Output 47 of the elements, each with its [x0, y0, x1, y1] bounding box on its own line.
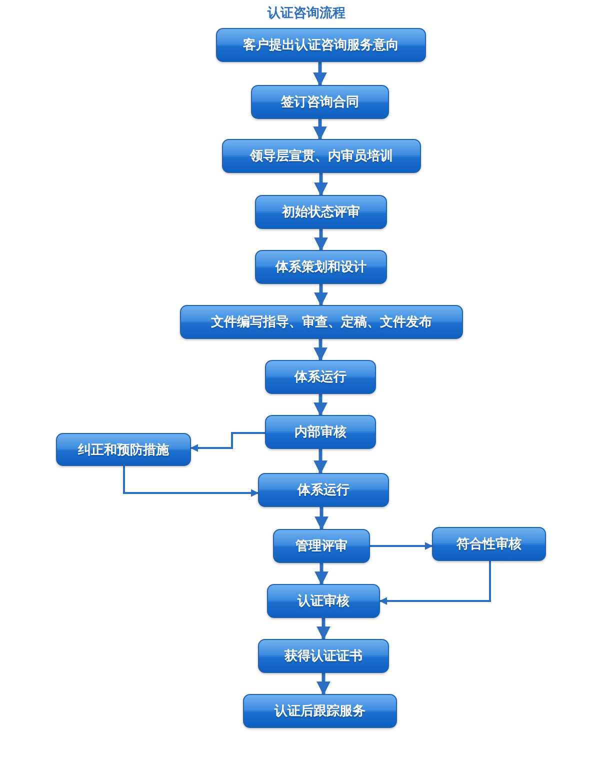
arrow	[314, 339, 328, 362]
box-label: 体系运行	[294, 368, 346, 386]
arrow	[123, 466, 259, 497]
box-label: 纠正和预防措施	[78, 442, 169, 458]
process-box	[255, 195, 387, 229]
arrow	[316, 673, 330, 696]
box-label: 获得认证证书	[284, 648, 362, 665]
diagram-title: 认证咨询流程	[268, 4, 346, 22]
arrow	[314, 284, 328, 306]
process-box	[255, 250, 387, 284]
box-label: 内部审核	[294, 424, 346, 441]
box-label: 初始状态评审	[282, 204, 360, 221]
process-box	[432, 527, 546, 561]
arrow	[314, 229, 328, 252]
box-label: 领导层宣贯、内审员培训	[250, 148, 393, 165]
process-box	[243, 694, 397, 728]
box-label: 管理评审	[296, 538, 348, 555]
arrow	[314, 394, 328, 416]
box-label: 文件编写指导、审查、定稿、文件发布	[211, 314, 432, 331]
arrow	[314, 563, 328, 586]
process-box	[258, 639, 389, 673]
box-label: 认证审核	[298, 592, 350, 610]
process-box	[267, 584, 380, 618]
arrow	[370, 542, 433, 550]
box-label: 客户提出认证咨询服务意向	[243, 36, 399, 54]
process-box	[56, 433, 191, 466]
box-label: 签订咨询合同	[281, 94, 359, 111]
arrow	[313, 119, 327, 140]
box-label: 符合性审核	[456, 536, 522, 553]
process-box	[265, 415, 376, 449]
arrow	[314, 173, 328, 196]
arrow	[316, 618, 330, 640]
arrow	[190, 432, 265, 452]
process-box	[265, 360, 376, 394]
process-box	[258, 473, 389, 507]
arrow	[313, 62, 327, 86]
box-label: 体系运行	[298, 482, 350, 499]
process-box	[180, 305, 463, 339]
process-box	[273, 529, 370, 563]
box-label: 认证后跟踪服务	[274, 702, 366, 720]
process-box	[216, 28, 426, 62]
process-box	[222, 139, 421, 173]
arrow	[314, 507, 328, 530]
box-label: 体系策划和设计	[276, 258, 366, 276]
arrow	[314, 449, 328, 474]
process-box	[251, 85, 389, 119]
arrow	[379, 561, 491, 605]
